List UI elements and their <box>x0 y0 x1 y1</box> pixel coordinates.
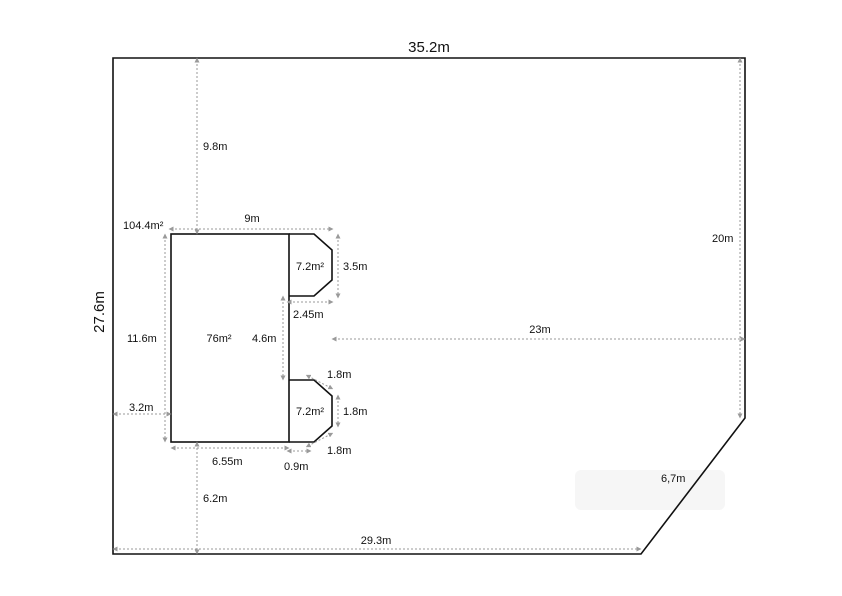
plot-boundary <box>112 57 746 555</box>
setback-top-label: 9.8m <box>203 141 227 153</box>
bay-bottom-side-bottom-label: 1.8m <box>327 445 351 457</box>
bay-bottom-depth-label: 0.9m <box>284 461 308 473</box>
bay-top-height-label: 3.5m <box>343 261 367 273</box>
front-width-label: 6.55m <box>212 456 243 468</box>
bay-bottom-area-label: 7.2m² <box>296 406 324 418</box>
dist-right-edge-label: 20m <box>712 233 733 245</box>
house-height-label: 11.6m <box>127 333 157 345</box>
bay-top-area-label: 7.2m² <box>296 261 324 273</box>
bay-top-width-label: 2.45m <box>293 309 324 321</box>
bay-bottom-side-top-label: 1.8m <box>327 369 351 381</box>
watermark <box>575 470 725 510</box>
bay-window-top <box>289 233 333 297</box>
total-area-label: 104.4m² <box>123 220 164 232</box>
plot-depth-label: 27.6m <box>91 291 108 333</box>
dist-bottom-edge-label: 29.3m <box>361 535 392 547</box>
house-width-label: 9m <box>244 213 259 225</box>
dimension-lines <box>112 57 746 555</box>
main-area-label: 76m² <box>206 333 231 345</box>
corner-edge-label: 6,7m <box>661 473 685 485</box>
plot-width-label: 35.2m <box>408 39 450 56</box>
gap-label: 4.6m <box>252 333 276 345</box>
setback-right-label: 23m <box>529 324 550 336</box>
house-main <box>170 233 290 443</box>
setback-bottom-label: 6.2m <box>203 493 227 505</box>
bay-bottom-side-mid-label: 1.8m <box>343 406 367 418</box>
setback-left-label: 3.2m <box>129 402 153 414</box>
